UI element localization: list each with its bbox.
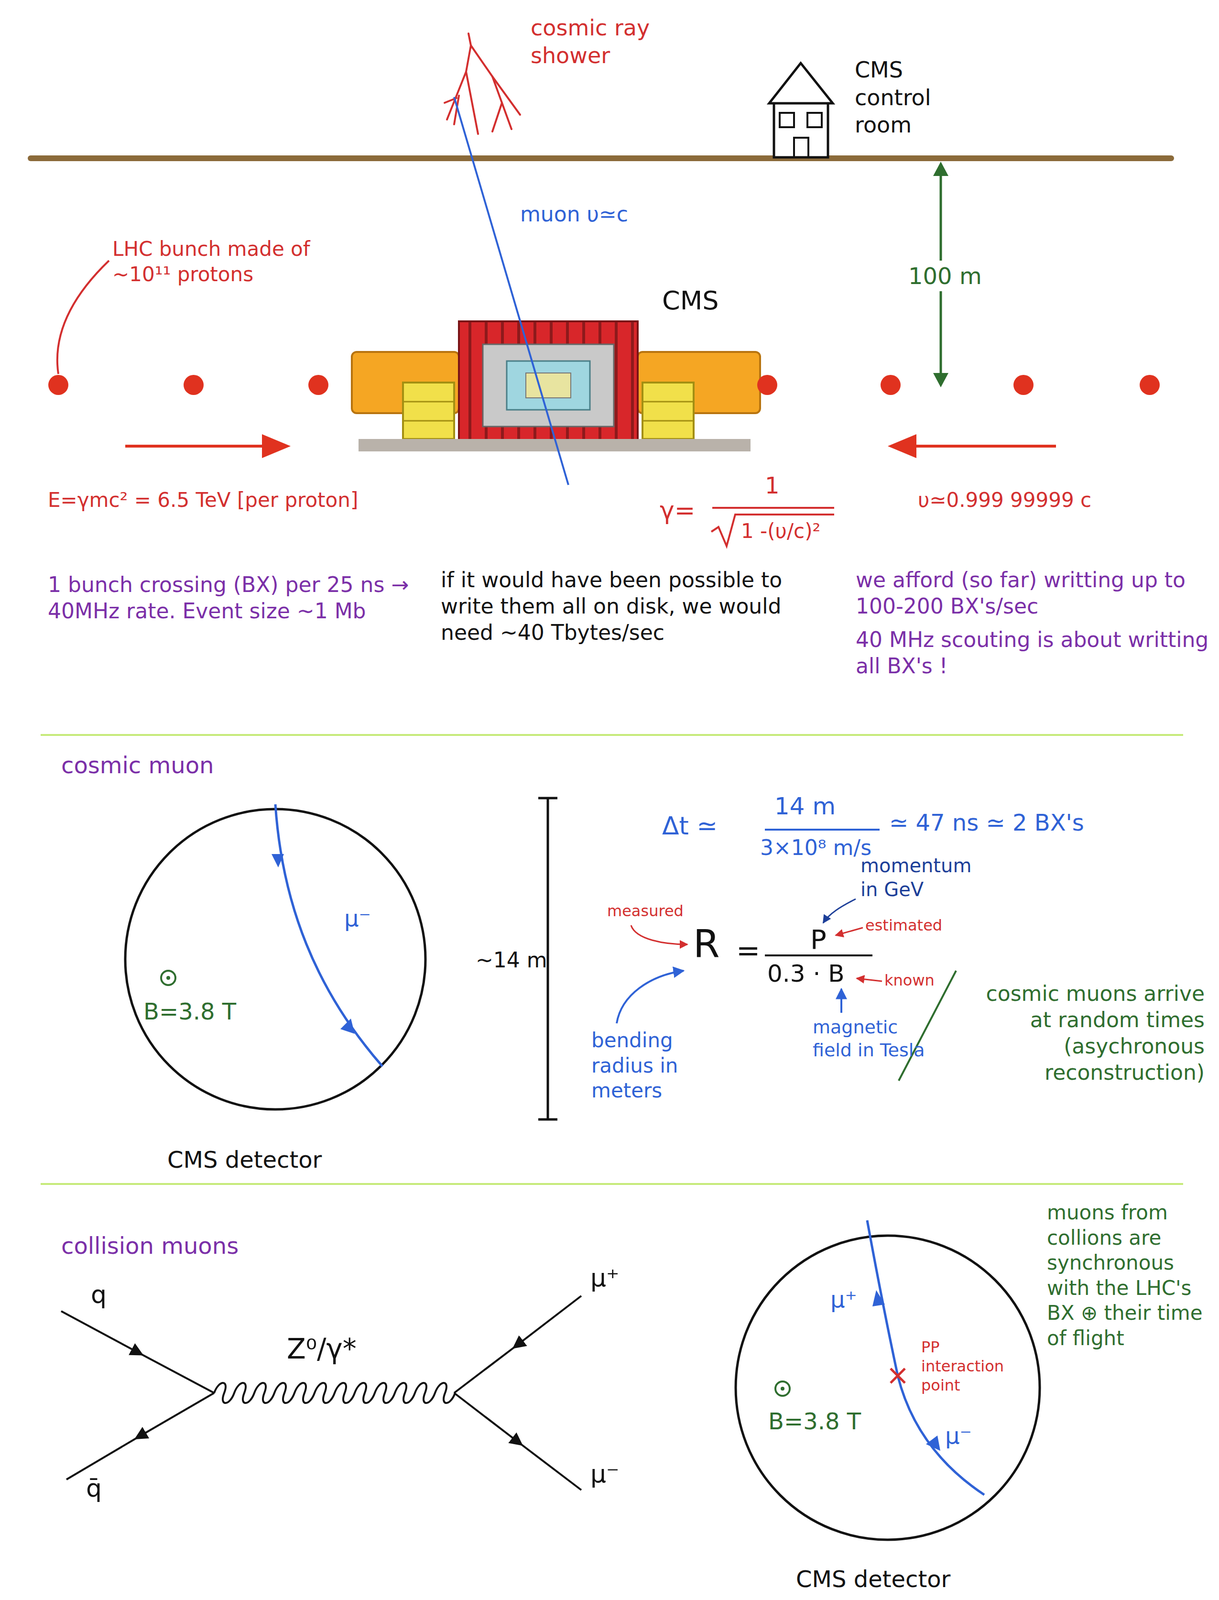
note-label: muon υ≃c [520,200,629,228]
note-label: estimated [865,915,943,935]
house-outline [767,61,835,159]
note-label: ≃ 47 ns ≃ 2 BX's [889,807,1085,837]
note-label: q̄ [86,1472,102,1504]
note-label: known [884,970,935,990]
note-label: cosmic muon [61,750,214,780]
note-label: 100 m [906,260,984,292]
note-label: 1 bunch crossing (BX) per 25 ns → 40MHz … [47,571,421,624]
control-room-house: CMS control room [767,61,835,159]
muon-label: μ⁻ [344,903,371,933]
detector-caption: CMS detector [167,1144,322,1174]
note-label: 40 MHz scouting is about writting all BX… [855,626,1210,679]
note-label: CMS [662,284,719,317]
note-label: muons from collions are synchronous with… [1046,1199,1210,1351]
note-label: measured [607,901,684,921]
detector-outline [124,807,427,1176]
note-label: υ≃0.999 99999 c [917,487,1092,513]
note-label: ~14 m [475,946,548,973]
note-label: we afford (so far) writting up to 100-20… [855,566,1210,620]
note-label: Z⁰/γ* [286,1331,357,1367]
detector-caption: CMS detector [795,1564,951,1593]
muon-label: μ⁻ [945,1420,972,1450]
note-label: if it would have been possible to write … [440,566,795,646]
note-label: momentum in GeV [860,853,985,902]
note-label: LHC bunch made of ~10¹¹ protons [112,236,318,287]
note-label: R [693,920,720,969]
note-label: μ⁺ [590,1262,620,1294]
note-label: q [90,1278,107,1310]
detector-circle: μ⁺ PP interaction pointB=3.8 T μ⁻ CMS detec… [734,1234,1041,1600]
note-label: 1 [764,470,780,500]
note-label: cosmic muons arrive at random times (asy… [960,979,1205,1086]
note-label: magnetic field in Tesla [812,1015,928,1062]
note-label: E=γmc² = 6.5 TeV [per proton] [47,487,359,513]
field-label: B=3.8 T [143,996,237,1026]
field-label: B=3.8 T [768,1406,861,1436]
note-label: = [736,932,761,969]
note-label: γ= [659,494,696,526]
muon-label: μ⁺ [830,1284,858,1314]
note-label: 0.3 · B [767,958,845,989]
note-label: bending radius in meters [591,1027,716,1104]
building-label: CMS control room [854,56,980,140]
note-label: collision muons [61,1230,239,1260]
note-label: μ⁻ [590,1458,620,1490]
note-label: 3×10⁸ m/s [760,834,872,861]
note-label: P [810,922,827,957]
detector-circle: μ⁻ B=3.8 T CMS detector [124,807,427,1176]
note-label: cosmic ray shower [530,14,694,70]
interaction-point-label: PP interaction point [921,1337,1017,1395]
note-label: Δt ≃ [662,810,718,842]
note-label: 14 m [774,791,836,822]
note-label: 1 -(υ/c)² [740,518,821,545]
